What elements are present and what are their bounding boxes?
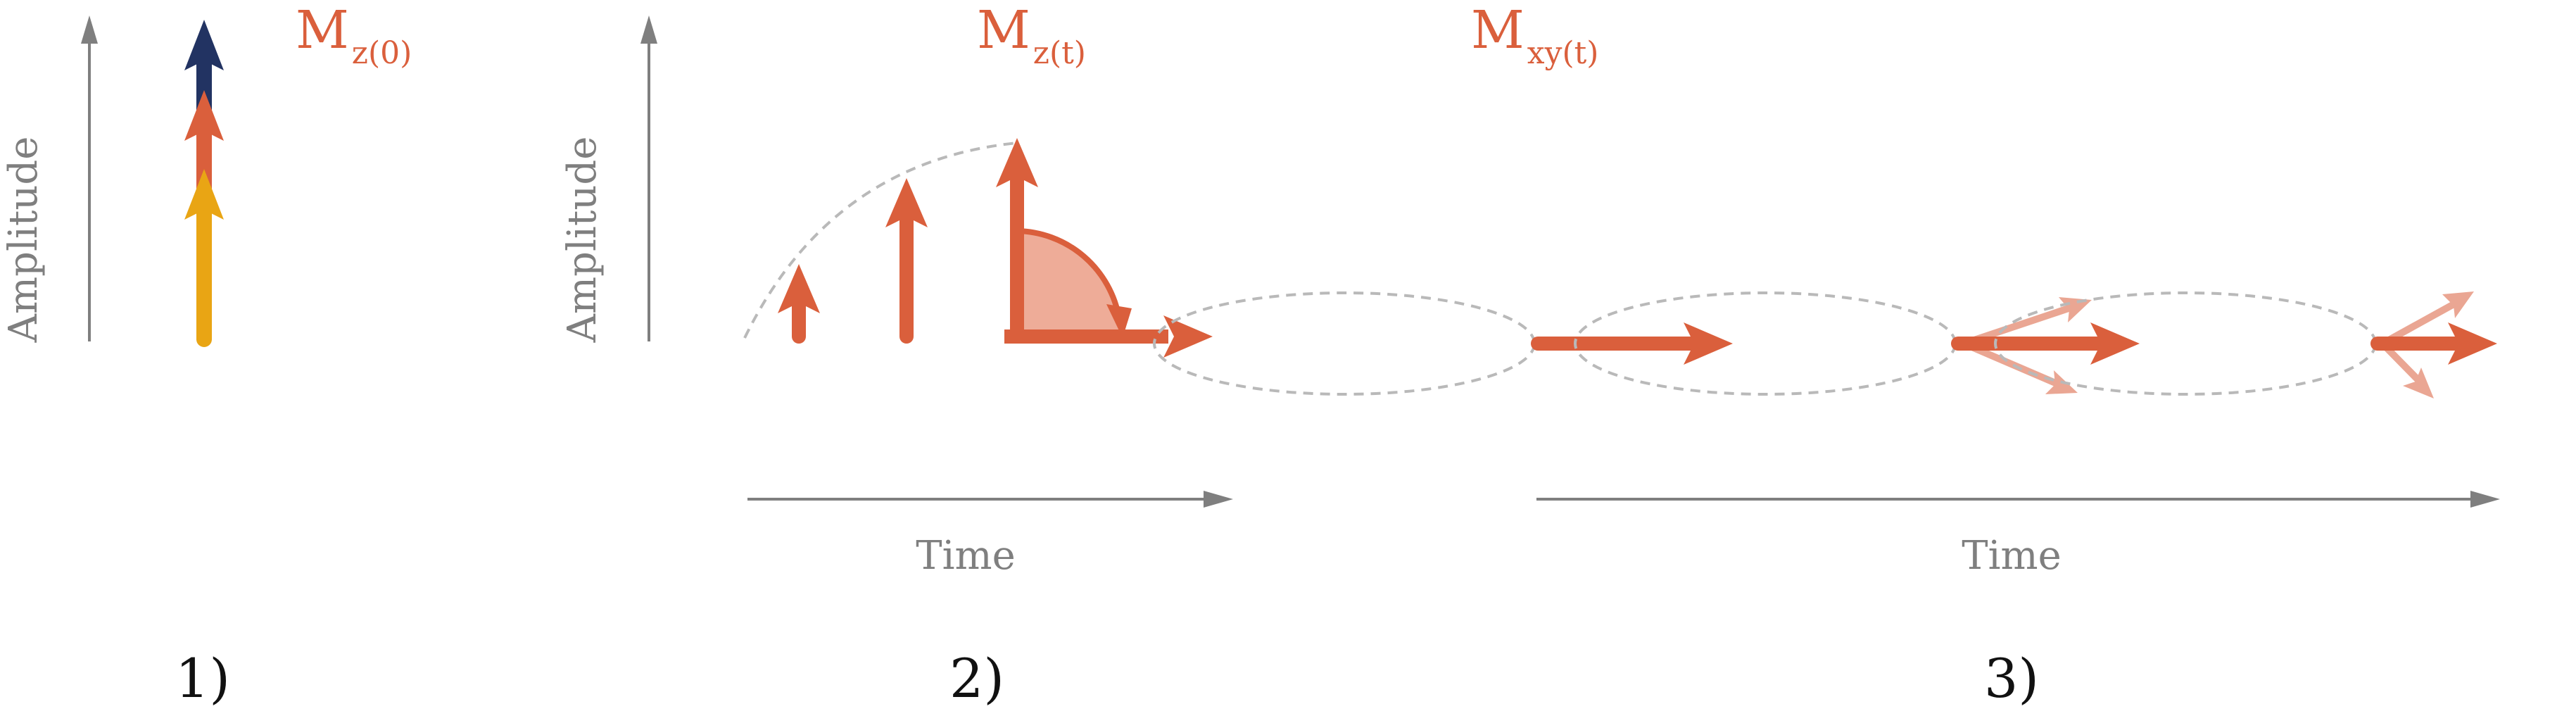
panel-2: Amplitude Time	[560, 0, 1233, 710]
transverse-arrow-3	[2370, 322, 2497, 365]
transverse-arrow-1	[1531, 322, 1733, 365]
magnetization-symbol: M	[296, 0, 349, 61]
magnetization-symbol: M	[977, 0, 1030, 61]
medium-arrow	[885, 178, 928, 344]
x-axis-label: Time	[1962, 533, 2062, 579]
panel-label: 1)	[175, 647, 230, 710]
tipped-arrow	[1004, 315, 1213, 358]
precession-ellipse-1	[1153, 291, 1536, 396]
y-axis-label: Amplitude	[560, 137, 605, 344]
x-axis-arrow	[747, 491, 1233, 508]
panel-3: Mxy(t)	[1153, 0, 2500, 710]
magnetization-subscript: z(t)	[1033, 35, 1086, 71]
panel-label: 3)	[1984, 647, 2039, 710]
dephasing-arrow-down-3	[2379, 340, 2434, 398]
flip-angle-wedge	[1017, 231, 1123, 337]
flip-angle-arrowhead	[1106, 304, 1132, 338]
gold-arrow	[184, 169, 224, 347]
transverse-arrow-2	[1951, 322, 2140, 365]
magnetization-subscript: xy(t)	[1527, 35, 1599, 71]
x-axis-arrow	[1536, 491, 2500, 508]
recovery-envelope-curve	[743, 142, 1018, 339]
panel-label: 2)	[949, 647, 1004, 710]
small-arrow	[778, 264, 820, 344]
flip-angle-arc	[1016, 228, 1122, 319]
y-axis-label: Amplitude	[1, 137, 46, 344]
magnetization-subscript: z(0)	[352, 35, 412, 71]
magnetization-label-zt: Mz(t)	[977, 0, 1086, 71]
panel-1: Amplitude Mz(0) 1)	[1, 0, 412, 710]
y-axis-arrow	[81, 15, 98, 341]
magnetization-label-xyt: Mxy(t)	[1471, 0, 1598, 71]
magnetization-symbol: M	[1471, 0, 1524, 61]
y-axis-arrow	[640, 15, 657, 341]
x-axis-label: Time	[916, 533, 1016, 579]
tall-arrow	[996, 138, 1038, 337]
magnetization-label-z0: Mz(0)	[296, 0, 412, 71]
